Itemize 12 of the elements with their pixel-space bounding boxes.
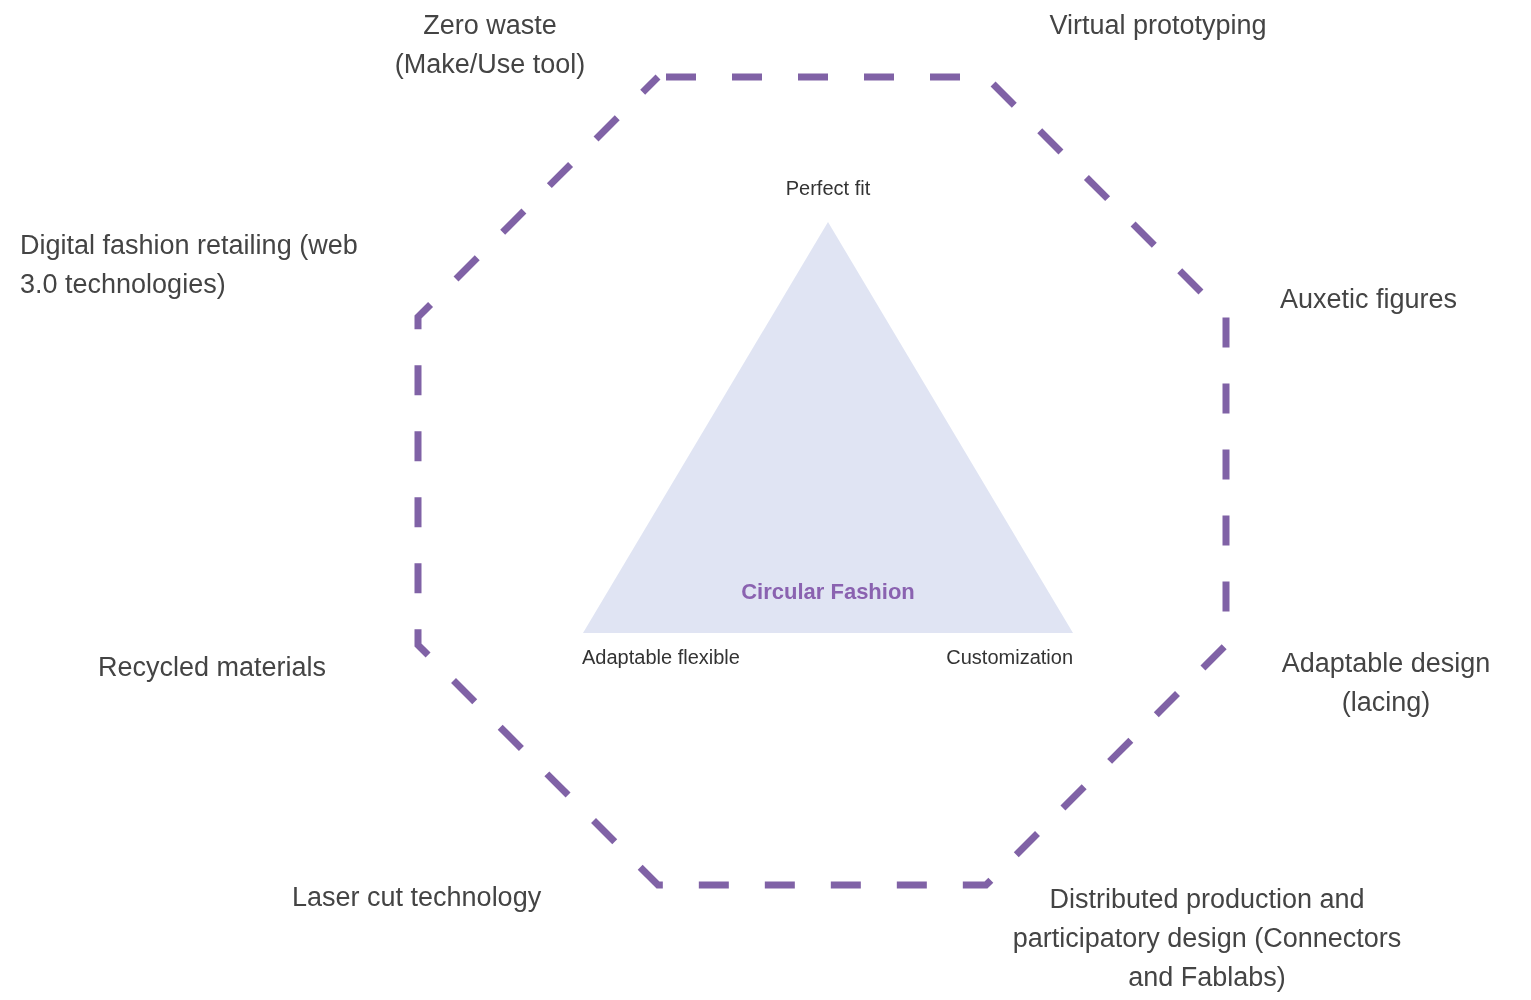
feature-label: Distributed production and participatory design (Connectors and Fablabs)	[1012, 883, 1402, 995]
corner-label: Perfect fit	[784, 176, 872, 201]
feature-label: Zero waste (Make/Use tool)	[393, 9, 587, 82]
feature-label: Recycled materials	[98, 651, 328, 684]
center-title: Circular Fashion	[740, 579, 916, 605]
feature-label: Adaptable design (lacing)	[1280, 647, 1492, 720]
feature-label: Virtual prototyping	[1048, 9, 1268, 42]
feature-label: Digital fashion retailing (web 3.0 technologies)	[20, 229, 359, 302]
corner-label: Adaptable flexible	[582, 645, 741, 670]
corner-label: Customization	[945, 645, 1073, 670]
feature-label: Auxetic figures	[1280, 283, 1459, 316]
feature-label: Laser cut technology	[292, 881, 543, 914]
